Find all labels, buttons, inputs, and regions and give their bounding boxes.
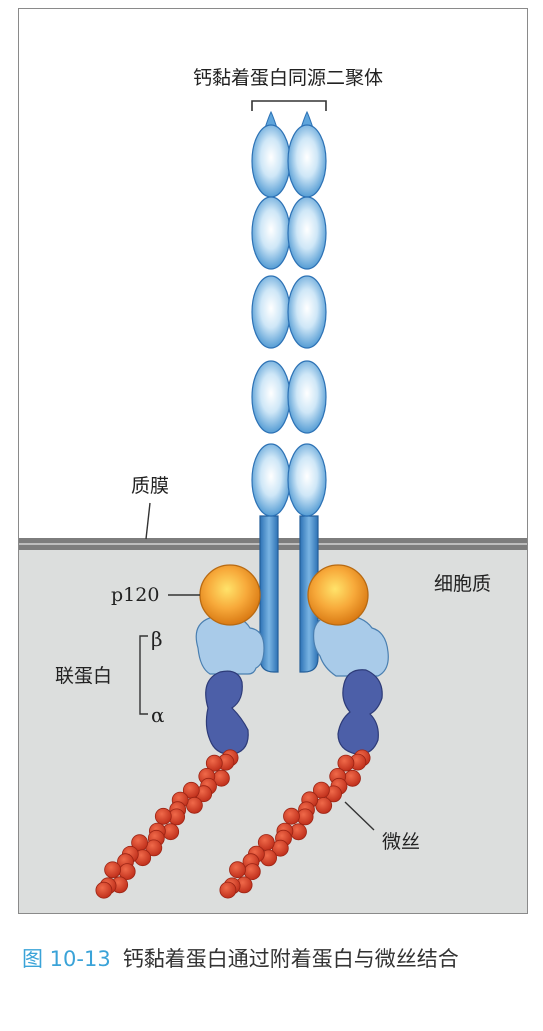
actin-monomer bbox=[283, 807, 300, 825]
actin-monomer bbox=[315, 797, 333, 814]
actin-monomer bbox=[219, 881, 237, 899]
alpha-catenin-right bbox=[337, 669, 383, 755]
microfilament-label: 微丝 bbox=[382, 831, 420, 853]
membrane-label: 质膜 bbox=[131, 475, 169, 497]
caption-text: 钙黏着蛋白通过附着蛋白与微丝结合 bbox=[122, 947, 459, 971]
cadherin-diagram: 钙黏着蛋白同源二聚体 质膜 细胞质 p120 联蛋白 β α 微丝 bbox=[18, 8, 528, 914]
homodimer-label: 钙黏着蛋白同源二聚体 bbox=[193, 67, 383, 89]
actin-monomer bbox=[95, 881, 113, 899]
catenin-label: 联蛋白 bbox=[55, 665, 112, 687]
microfilament-right bbox=[219, 749, 371, 899]
p120-label: p120 bbox=[111, 584, 159, 606]
actin-monomer bbox=[229, 861, 246, 879]
p120-protein-right bbox=[307, 564, 369, 626]
figure-number: 图 10-13 bbox=[22, 947, 111, 971]
cytoplasm-label: 细胞质 bbox=[434, 573, 491, 595]
microfilament-left bbox=[95, 749, 239, 899]
actin-monomer bbox=[185, 796, 203, 814]
homodimer-bracket bbox=[251, 100, 327, 111]
actin-monomer bbox=[337, 754, 355, 772]
alpha-label: α bbox=[151, 703, 165, 727]
actin-monomer bbox=[205, 754, 223, 772]
catenin-bracket bbox=[139, 635, 148, 715]
microfilament-leader-line bbox=[344, 801, 375, 831]
figure-caption: 图 10-13 钙黏着蛋白通过附着蛋白与微丝结合 bbox=[22, 940, 527, 978]
membrane-leader-line bbox=[145, 502, 151, 540]
beta-label: β bbox=[151, 627, 163, 651]
actin-monomer bbox=[154, 807, 172, 825]
p120-protein-left bbox=[199, 564, 261, 626]
actin-monomer bbox=[104, 861, 121, 879]
alpha-catenin-left bbox=[205, 670, 249, 755]
